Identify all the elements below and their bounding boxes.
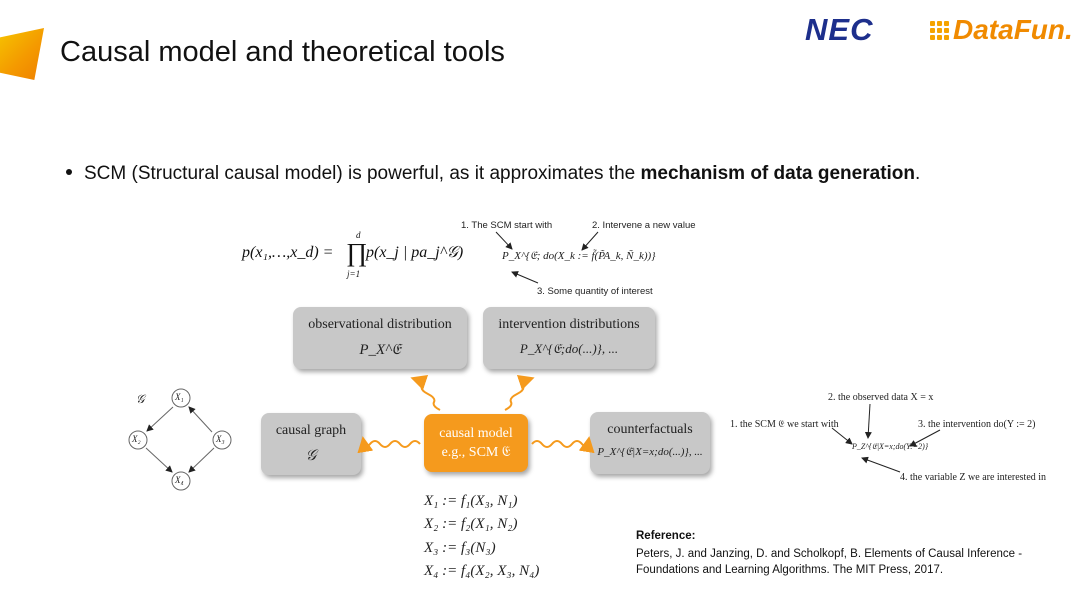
causal-graph-diagram	[128, 388, 232, 491]
right-annotation-observed: 2. the observed data X = x	[828, 392, 934, 403]
arrow-right-variable	[861, 456, 901, 473]
right-annotation-expression: P_Z^{𝔈|X=x;do(Y:=2)}	[852, 442, 929, 451]
wavy-arrow-to-observational	[410, 374, 441, 411]
intervention-sub: P_X^{𝔈;do(...)}, ...	[519, 341, 619, 356]
annotation-quantity: 3. Some quantity of interest	[537, 286, 653, 297]
formula-lhs: p(x₁,…,x_d) =	[242, 244, 334, 261]
arrow-intervene	[581, 231, 599, 251]
reference-line-1: Peters, J. and Janzing, D. and Scholkopf…	[636, 548, 1023, 560]
formula-product-lower: j=1	[347, 269, 361, 279]
causal-model-sub: e.g., SCM 𝔈	[441, 445, 511, 460]
observational-distribution-box: observational distribution P_X^𝔈	[293, 307, 467, 369]
causal-graph-label: causal graph	[275, 423, 347, 438]
product-symbol-icon: ∏	[346, 238, 368, 267]
causal-model-label: causal model	[439, 426, 513, 441]
reference-line-2: Foundations and Learning Algorithms. The…	[636, 564, 944, 576]
equation-x4: X₄ := f₄(X₂, X₃, N₄)	[424, 563, 540, 579]
arrow-right-intervention	[909, 429, 941, 447]
graph-node-x4: X₄	[175, 475, 184, 485]
counterfactuals-box: counterfactuals P_X^{𝔈|X=x;do(...)}, ...	[590, 412, 710, 474]
formula-product-upper: d	[356, 230, 361, 240]
graph-node-x3: X₃	[216, 434, 225, 444]
wavy-arrow-to-counterfactuals	[531, 436, 595, 454]
arrow-scm-start	[495, 231, 513, 250]
reference-title: Reference:	[636, 530, 696, 542]
equation-x2: X₂ := f₂(X₁, N₂)	[424, 516, 518, 532]
bullet-text-bold: mechanism of data generation	[640, 163, 916, 184]
bullet-dot-icon	[66, 168, 72, 175]
graph-node-x1: X₁	[175, 392, 184, 402]
bullet-point: SCM (Structural causal model) is powerfu…	[66, 163, 920, 185]
equation-x1: X₁ := f₁(X₃, N₁)	[424, 493, 518, 509]
intervention-distributions-box: intervention distributions P_X^{𝔈;do(...…	[483, 307, 655, 369]
annotation-expression: P_X^{𝔈; do(X_k := f̃(P̃A_k, Ñ_k))}	[502, 250, 656, 262]
wavy-arrow-to-causal-graph	[357, 436, 421, 454]
counterfactuals-sub: P_X^{𝔈|X=x;do(...)}, ...	[597, 446, 703, 458]
datafun-logo: DataFun.	[930, 14, 1073, 46]
wavy-arrow-to-intervention	[504, 374, 535, 411]
bullet-text-before: SCM (Structural causal model) is powerfu…	[84, 163, 641, 184]
counterfactuals-label: counterfactuals	[607, 422, 693, 437]
annotation-scm-start: 1. The SCM start with	[461, 220, 553, 231]
right-annotation-scm: 1. the SCM 𝔈 we start with	[730, 419, 839, 430]
arrow-right-scm	[831, 427, 853, 445]
causal-model-box: causal model e.g., SCM 𝔈	[424, 414, 528, 472]
observational-sub: P_X^𝔈	[359, 342, 401, 358]
equation-x3: X₃ := f₃(N₃)	[424, 540, 496, 556]
observational-label: observational distribution	[308, 317, 452, 332]
right-annotation-intervention: 3. the intervention do(Y := 2)	[918, 419, 1036, 430]
datafun-logo-text: DataFun.	[953, 14, 1073, 45]
slide-title: Causal model and theoretical tools	[60, 36, 505, 68]
graph-label: 𝒢	[136, 392, 145, 406]
annotation-intervene: 2. Intervene a new value	[592, 220, 696, 231]
intervention-label: intervention distributions	[498, 317, 640, 332]
reference-body: Peters, J. and Janzing, D. and Scholkopf…	[636, 546, 1056, 578]
causal-graph-box: causal graph 𝒢	[261, 413, 361, 475]
right-annotation-variable: 4. the variable Z we are interested in	[900, 472, 1047, 483]
graph-node-x2: X₂	[132, 434, 141, 444]
bullet-text-after: .	[915, 163, 921, 184]
factorization-formula: p(x₁,…,x_d) = d ∏ j=1 p(x_j | pa_j^𝒢)	[242, 230, 463, 284]
nec-logo: NEC	[805, 12, 874, 47]
formula-rhs: p(x_j | pa_j^𝒢)	[366, 244, 464, 261]
datafun-dots-icon	[930, 20, 949, 40]
causal-graph-sub: 𝒢	[305, 448, 317, 464]
arrow-quantity	[511, 271, 539, 284]
arrow-right-data	[864, 403, 872, 439]
